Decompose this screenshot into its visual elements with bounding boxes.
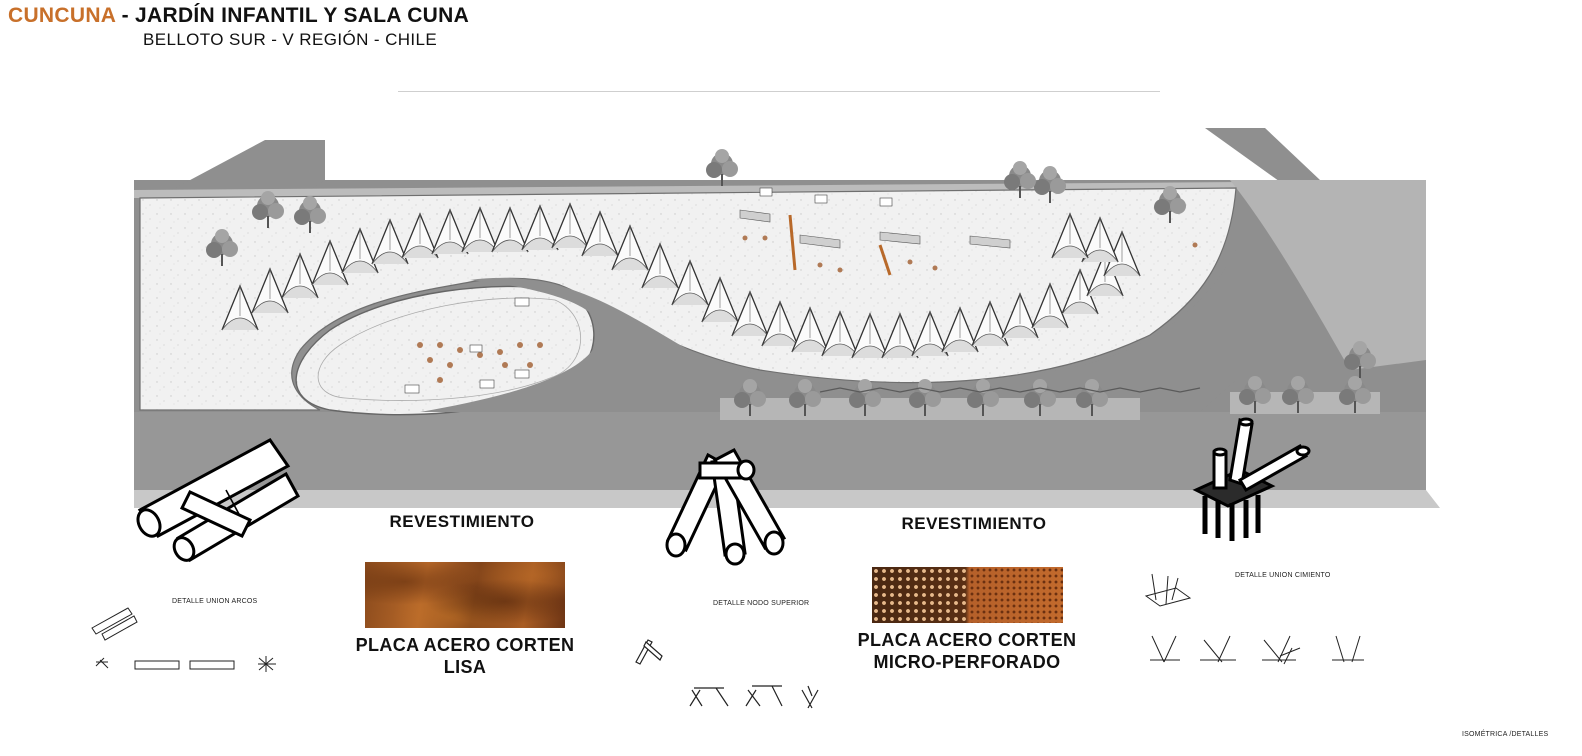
terrace-edge bbox=[819, 387, 1201, 393]
corten-perforated-swatch bbox=[872, 567, 1063, 623]
material-label-1: PLACA ACERO CORTEN LISA bbox=[340, 634, 590, 678]
detail-label-upper-node: DETALLE NODO SUPERIOR bbox=[713, 600, 810, 607]
sheet-footer: ISOMÉTRICA /DETALLES bbox=[1462, 731, 1549, 738]
foundation-3d-detail bbox=[1192, 417, 1311, 541]
upper-node-drawings bbox=[635, 639, 819, 709]
play-furniture bbox=[404, 187, 893, 394]
foundation-drawings bbox=[1144, 573, 1364, 665]
material-line-1: PLACA ACERO CORTEN bbox=[857, 630, 1077, 650]
page-title: CUNCUNA - JARDÍN INFANTIL Y SALA CUNA bbox=[8, 4, 469, 28]
arch-union-drawings bbox=[91, 607, 276, 672]
arch-union-3d-detail bbox=[136, 438, 301, 563]
material-line-2: MICRO-PERFORADO bbox=[873, 652, 1061, 672]
classroom-blocks bbox=[739, 209, 1011, 276]
material-line-1: PLACA ACERO CORTEN bbox=[355, 635, 575, 655]
detail-label-foundation: DETALLE UNION CIMIENTO bbox=[1235, 572, 1331, 579]
page-subtitle: BELLOTO SUR - V REGIÓN - CHILE bbox=[143, 30, 438, 49]
east-sidewalk bbox=[1230, 180, 1426, 370]
access-road bbox=[420, 250, 1236, 412]
title-text: - JARDÍN INFANTIL Y SALA CUNA bbox=[115, 4, 470, 27]
brand-name: CUNCUNA bbox=[8, 4, 116, 27]
material-line-2: LISA bbox=[443, 657, 487, 677]
cladding-heading-1: REVESTIMIENTO bbox=[389, 512, 535, 531]
cladding-heading-2: REVESTIMIENTO bbox=[901, 514, 1047, 533]
divider-line bbox=[398, 91, 1160, 92]
north-sidewalk bbox=[134, 182, 1240, 198]
corten-smooth-swatch bbox=[365, 562, 565, 628]
picnic-tables bbox=[417, 235, 1198, 383]
detail-label-arch-union: DETALLE UNION ARCOS bbox=[172, 598, 258, 605]
material-label-2: PLACA ACERO CORTEN MICRO-PERFORADO bbox=[842, 629, 1092, 673]
upper-node-3d-detail bbox=[665, 447, 787, 566]
